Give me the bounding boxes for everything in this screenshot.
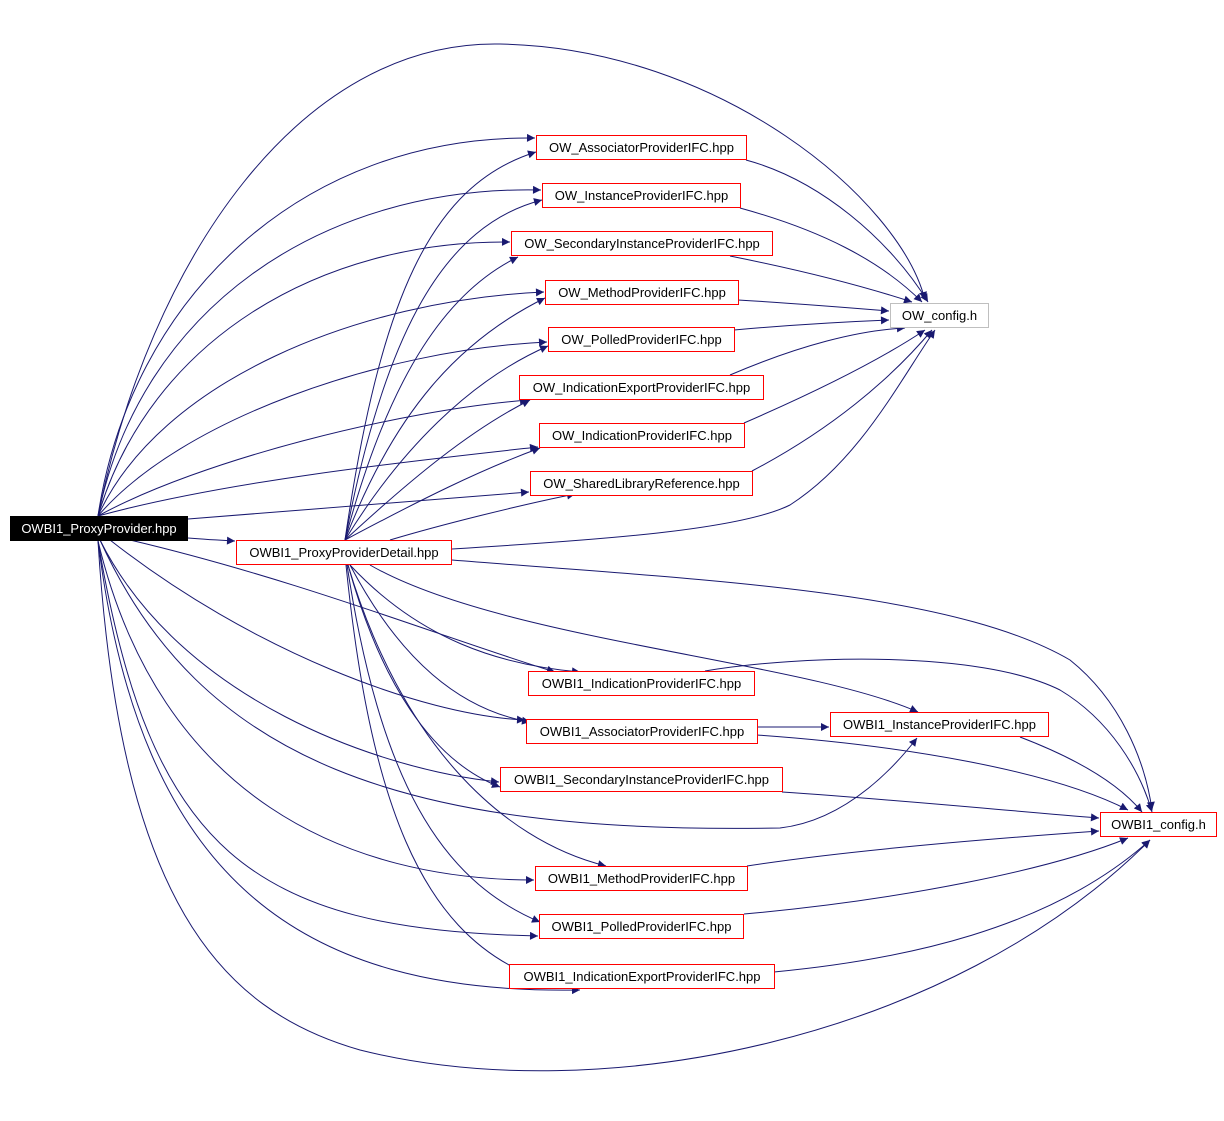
edge-detail-to-bi-indexp: [345, 564, 531, 976]
edge-detail-to-ow-assoc: [344, 150, 537, 541]
node-ow-instanceprovideric[interactable]: OW_InstanceProviderIFC.hpp: [542, 183, 741, 208]
edge-bi-indexp-to-owbi1-config: [773, 839, 1151, 973]
edge-ow-polled-to-ow-config: [733, 316, 890, 331]
node-ow-polledprovideric[interactable]: OW_PolledProviderIFC.hpp: [548, 327, 735, 352]
node-owbi1-proxyprovider: OWBI1_ProxyProvider.hpp: [10, 516, 188, 541]
edge-detail-to-ow-config: [451, 329, 936, 550]
edge-root-to-ow-inst: [97, 185, 542, 517]
edge-detail-to-bi-sec: [347, 564, 501, 788]
edge-detail-to-ow-indexp: [344, 399, 531, 541]
node-ow-associatorprovideric[interactable]: OW_AssociatorProviderIFC.hpp: [536, 135, 747, 160]
edge-bi-method-to-owbi1-config: [746, 827, 1100, 867]
edge-root-to-ow-ind: [97, 443, 539, 517]
edge-bi-assoc-to-owbi1-config: [756, 734, 1129, 811]
edge-ow-shared-to-ow-config: [751, 329, 933, 472]
edge-root-to-bi-indexp: [97, 540, 581, 995]
edge-root-to-bi-inst: [99, 539, 918, 829]
edge-root-to-ow-sec: [97, 237, 511, 517]
edge-root-to-owbi1-config: [97, 540, 1151, 1072]
edge-bi-ind-to-owbi1-config: [704, 658, 1154, 813]
node-ow-sharedlibraryreference[interactable]: OW_SharedLibraryReference.hpp: [530, 471, 753, 496]
edge-ow-ind-to-ow-config: [743, 329, 926, 424]
node-ow-secondaryinstanceprovideric[interactable]: OW_SecondaryInstanceProviderIFC.hpp: [511, 231, 773, 256]
edge-root-to-bi-polled: [97, 540, 539, 940]
edge-root-to-detail: [187, 536, 236, 545]
edge-ow-assoc-to-ow-config: [745, 159, 929, 303]
edge-detail-to-bi-polled: [346, 564, 541, 923]
edge-ow-inst-to-ow-config: [739, 207, 923, 303]
edge-root-to-ow-indexp: [97, 396, 529, 517]
node-ow-indicationexportprovideric[interactable]: OW_IndicationExportProviderIFC.hpp: [519, 375, 764, 400]
edge-root-to-ow-shared: [187, 488, 530, 520]
node-owbi1-proxyproviderdetail[interactable]: OWBI1_ProxyProviderDetail.hpp: [236, 540, 452, 565]
node-owbi1-associatorprovideric[interactable]: OWBI1_AssociatorProviderIFC.hpp: [526, 719, 758, 744]
node-owbi1-indicationprovideric[interactable]: OWBI1_IndicationProviderIFC.hpp: [528, 671, 755, 696]
edge-ow-indexp-to-ow-config: [729, 324, 906, 376]
node-owbi1-methodprovideric[interactable]: OWBI1_MethodProviderIFC.hpp: [535, 866, 748, 891]
edge-root-to-ow-method: [97, 288, 545, 517]
node-owbi1-config-h[interactable]: OWBI1_config.h: [1100, 812, 1217, 837]
edge-root-to-bi-assoc: [109, 539, 526, 724]
edge-root-to-bi-ind: [129, 539, 556, 674]
edge-detail-to-bi-method: [347, 564, 607, 868]
node-owbi1-secondaryinstanceprovideric[interactable]: OWBI1_SecondaryInstanceProviderIFC.hpp: [500, 767, 783, 792]
edge-bi-polled-to-owbi1-config: [743, 837, 1129, 915]
node-ow-config-h: OW_config.h: [890, 303, 989, 328]
edge-root-to-ow-polled: [97, 338, 548, 517]
edge-detail-to-ow-inst: [344, 198, 543, 541]
edge-detail-to-ow-sec: [344, 256, 519, 541]
node-owbi1-instanceprovideric[interactable]: OWBI1_InstanceProviderIFC.hpp: [830, 712, 1049, 737]
edge-detail-to-ow-method: [344, 297, 546, 541]
edge-detail-to-owbi1-config: [451, 559, 1155, 811]
edge-detail-to-ow-polled: [344, 345, 549, 541]
edge-detail-to-ow-ind: [344, 446, 541, 541]
edge-root-to-ow-assoc: [97, 133, 536, 517]
node-owbi1-indicationexportprovideric[interactable]: OWBI1_IndicationExportProviderIFC.hpp: [509, 964, 775, 989]
edge-bi-inst-to-owbi1-config: [1019, 736, 1143, 813]
edge-detail-to-ow-shared: [389, 491, 576, 541]
node-ow-methodprovideric[interactable]: OW_MethodProviderIFC.hpp: [545, 280, 739, 305]
edge-root-to-bi-sec: [99, 539, 500, 786]
node-owbi1-polledprovideric[interactable]: OWBI1_PolledProviderIFC.hpp: [539, 914, 744, 939]
edge-detail-to-bi-ind: [349, 564, 581, 676]
edge-root-to-bi-method: [97, 540, 535, 884]
edge-root-to-ow-config: [97, 43, 927, 517]
edge-bi-sec-to-owbi1-config: [781, 791, 1100, 822]
node-ow-indicationprovideric[interactable]: OW_IndicationProviderIFC.hpp: [539, 423, 745, 448]
edge-ow-method-to-ow-config: [737, 299, 890, 315]
edge-detail-to-bi-inst: [369, 564, 919, 713]
edge-ow-sec-to-ow-config: [729, 255, 913, 304]
edge-detail-to-bi-assoc: [349, 564, 531, 725]
